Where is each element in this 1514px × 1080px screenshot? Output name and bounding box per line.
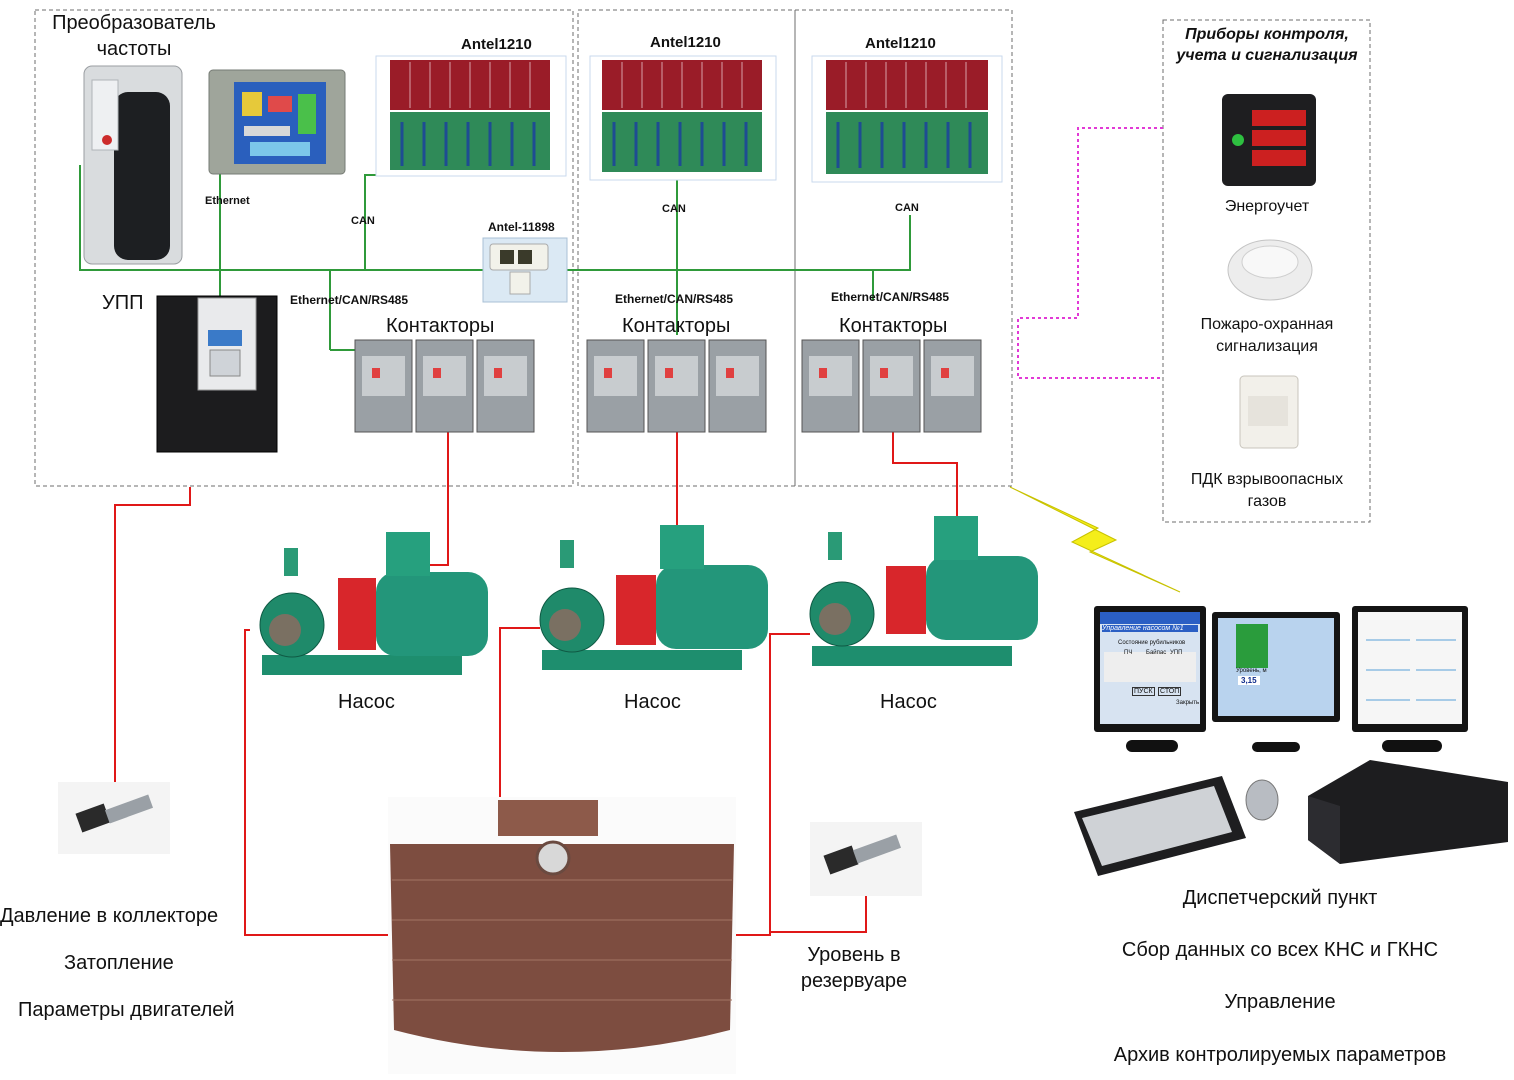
pump-label-3: Насос <box>880 691 937 713</box>
screen-col3: УПП <box>1170 650 1183 656</box>
ethernet-label: Ethernet <box>205 195 250 207</box>
smoke-detector <box>1227 239 1313 301</box>
pressure-sensor-left <box>58 782 170 854</box>
screen-level-value: 3,15 <box>1238 676 1260 685</box>
contactor-group-2 <box>586 339 767 433</box>
bus-label-2: Ethernet/CAN/RS485 <box>615 292 734 306</box>
dispatch-workstation <box>1074 606 1508 876</box>
can-label-1: CAN <box>351 215 375 227</box>
frequency-converter <box>83 65 183 265</box>
can-label-2: CAN <box>662 203 686 215</box>
contactor-group-1 <box>354 339 535 433</box>
gas-label: ПДК взрывоопасных газов <box>1190 471 1344 510</box>
wireless-link-icon <box>1009 486 1181 593</box>
energy-label: Энергоучет <box>1224 198 1310 215</box>
contactors-label-2: Контакторы <box>622 315 731 337</box>
antel-11898-module <box>482 237 568 303</box>
screen-col2: Байпас <box>1146 650 1167 656</box>
screen-start-button: ПУСК <box>1132 687 1155 696</box>
fire-label: Пожаро-охранная сигнализация <box>1200 316 1334 355</box>
flooding-label: Затопление <box>64 952 174 974</box>
contactors-label-3: Контакторы <box>839 315 948 337</box>
pump-label-2: Насос <box>624 691 681 713</box>
pump-1 <box>259 532 488 675</box>
contactors-label-1: Контакторы <box>386 315 495 337</box>
antel-rack-3 <box>811 55 1003 183</box>
pressure-sensor-right <box>810 822 922 896</box>
dispatch-line2: Управление <box>1224 991 1336 1013</box>
antel-rack-2 <box>589 55 777 181</box>
instruments-box <box>1162 19 1371 523</box>
tank <box>388 797 736 1074</box>
instruments-title: Приборы контроля, учета и сигнализация <box>1176 26 1358 64</box>
gas-detector <box>1239 375 1299 449</box>
screen-title: Управление насосом №1 <box>1102 625 1198 632</box>
antel1210-label-3: Antel1210 <box>865 35 936 52</box>
cabinet-box-1 <box>34 9 574 487</box>
motor-params-label: Параметры двигателей <box>18 999 235 1021</box>
screen-stop-button: СТОП <box>1158 687 1182 696</box>
upp-label: УПП <box>102 292 144 314</box>
soft-starter <box>156 295 278 453</box>
dispatch-title: Диспетчерский пункт <box>1182 887 1378 909</box>
antel-rack-1 <box>375 55 567 177</box>
dispatch-line3: Архив контролируемых параметров <box>1113 1044 1447 1066</box>
antel1210-label-1: Antel1210 <box>461 36 532 53</box>
screen-close-button: Закрыть <box>1176 700 1200 706</box>
screen-level-label: Уровень, м <box>1236 668 1267 674</box>
pressure-label: Давление в коллекторе <box>0 905 219 927</box>
dispatch-line1: Сбор данных со всех КНС и ГКНС <box>1121 939 1439 961</box>
pump-label-1: Насос <box>338 691 395 713</box>
antel1210-label-2: Antel1210 <box>650 34 721 51</box>
bus-label-1: Ethernet/CAN/RS485 <box>290 293 409 307</box>
pump-2 <box>539 525 768 670</box>
energy-meter-device <box>1222 94 1316 186</box>
contactor-group-3 <box>801 339 982 433</box>
screen-state: Состояние рубильников <box>1118 640 1186 646</box>
antel11898-label: Antel-11898 <box>488 220 555 234</box>
hmi-panel <box>208 69 346 175</box>
bus-label-3: Ethernet/CAN/RS485 <box>831 290 950 304</box>
can-label-3: CAN <box>895 202 919 214</box>
screen-col1: ПЧ <box>1124 650 1133 656</box>
tank-level-label: Уровень в резервуаре <box>800 944 908 992</box>
freq-converter-label: Преобразователь частоты <box>52 12 216 60</box>
instrument-links <box>1017 127 1163 379</box>
pump-3 <box>809 516 1038 666</box>
cabinet-box-3 <box>794 9 1013 487</box>
